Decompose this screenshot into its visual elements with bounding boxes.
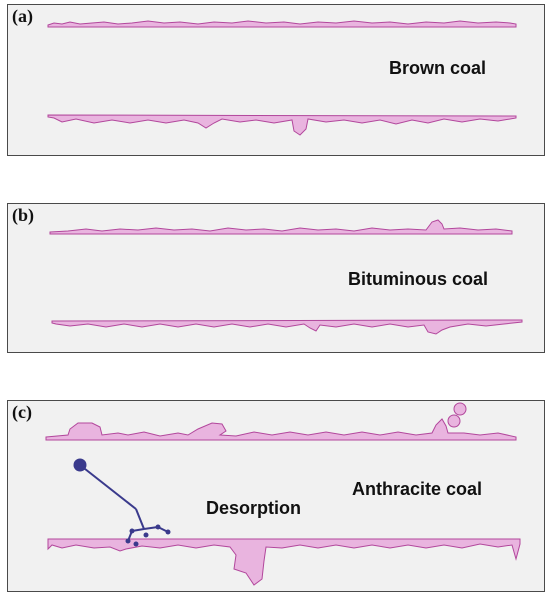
panel-anthracite-coal: (c) Anthracite coal Desorption <box>7 400 545 592</box>
molecule-head <box>73 458 87 472</box>
bottom-pore-wall <box>47 114 517 136</box>
molecule-atom <box>133 541 139 547</box>
anthracite-coal-pore-surfaces <box>45 402 521 586</box>
label-brown-coal: Brown coal <box>389 58 487 78</box>
panel-letter-a: (a) <box>12 6 33 26</box>
adsorbed-droplet <box>453 402 467 416</box>
label-desorption: Desorption <box>206 498 302 518</box>
brown-coal-pore-surfaces <box>47 20 517 136</box>
molecule-atom <box>155 524 161 530</box>
molecule-atom <box>129 528 135 534</box>
top-pore-wall <box>47 20 517 28</box>
desorbing-molecule <box>79 464 169 542</box>
molecule-atom <box>143 532 149 538</box>
top-pore-wall <box>45 418 517 441</box>
top-pore-wall <box>49 219 513 235</box>
bottom-pore-wall <box>47 538 521 586</box>
label-bituminous-coal: Bituminous coal <box>348 269 489 289</box>
bottom-pore-wall <box>51 319 523 335</box>
panel-bituminous-coal: (b) Bituminous coal <box>7 203 545 353</box>
label-anthracite-coal: Anthracite coal <box>352 479 483 499</box>
bituminous-coal-pore-surfaces <box>49 219 523 335</box>
panel-letter-c: (c) <box>12 402 32 422</box>
adsorbed-droplet <box>447 414 461 428</box>
panel-letter-b: (b) <box>12 205 34 225</box>
molecule-atom <box>165 529 171 535</box>
molecule-atom <box>125 538 131 544</box>
panel-brown-coal: (a) Brown coal <box>7 4 545 156</box>
